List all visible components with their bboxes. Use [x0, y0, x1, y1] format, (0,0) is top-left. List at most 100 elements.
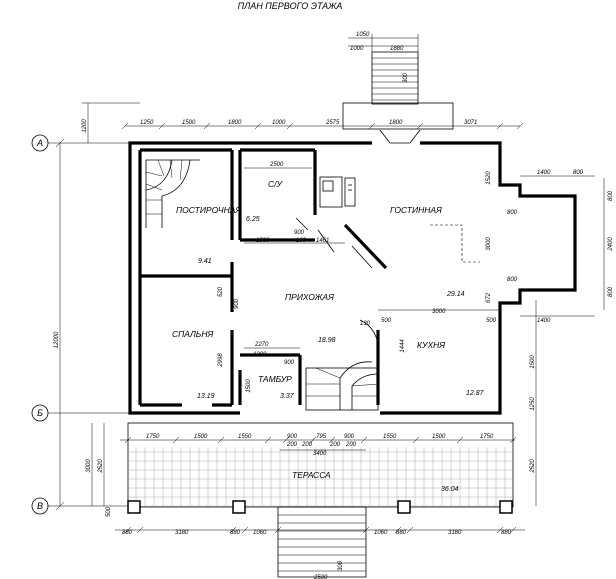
dim-base-2500: 2500 — [313, 575, 328, 579]
dimension-tick — [412, 436, 420, 444]
dimension-tick — [282, 436, 290, 444]
dim-left-12000: 12000 — [54, 331, 60, 348]
pantry-staircase — [145, 159, 200, 228]
area-living: 29.14 — [446, 291, 465, 298]
dim-top-1000: 1000 — [272, 120, 286, 126]
dim-kit-130: 130 — [360, 321, 371, 327]
dim-bot-3400: 3400 — [313, 451, 327, 457]
dim-hall-520: 520 — [218, 286, 224, 297]
dim-bot-200d: 200 — [345, 442, 357, 448]
dimension-tick — [406, 526, 414, 534]
axis-label-v: В — [37, 501, 43, 511]
dim-hall-900b: 900 — [234, 298, 240, 309]
dim-base-3180a: 3180 — [175, 530, 189, 536]
dim-bay-2400: 2400 — [608, 237, 614, 252]
dim-base-1060a: 1060 — [253, 530, 267, 536]
dim-right-2520: 2520 — [530, 459, 536, 474]
dimension-tick — [124, 436, 132, 444]
dim-bot-1550b: 1550 — [383, 434, 397, 440]
dim-base-3180b: 3180 — [448, 530, 462, 536]
dim-bot-1750b: 1750 — [480, 434, 494, 440]
dim-ter-3000: 3000 — [86, 459, 92, 473]
area-terrace: 36.04 — [441, 486, 459, 493]
dim-bot-200a: 200 — [286, 442, 298, 448]
dim-stair-1000: 1000 — [350, 46, 364, 52]
dimension-tick — [229, 526, 237, 534]
dim-hall-2270: 2270 — [254, 342, 269, 348]
dimension-tick — [496, 526, 504, 534]
dim-stair-1880: 1880 — [390, 46, 404, 52]
dimension-tick — [158, 122, 166, 130]
dimension-tick — [172, 436, 180, 444]
dimension-tick — [203, 122, 211, 130]
dim-hall-1500: 1500 — [256, 238, 270, 244]
axis-marker-v: В — [31, 497, 49, 515]
dimension-tick — [274, 526, 282, 534]
dim-right-1250: 1250 — [530, 397, 536, 411]
area-hall: 18.98 — [318, 337, 336, 344]
dimension-tick — [509, 526, 517, 534]
dim-hall-100: 100 — [296, 238, 307, 244]
dim-bay-1400b: 1400 — [537, 318, 551, 324]
dimension-tick — [328, 436, 336, 444]
dimension-tick — [456, 436, 464, 444]
area-kitchen: 12.87 — [466, 390, 485, 397]
dim-base-880a: 880 — [122, 530, 133, 536]
dimension-tick — [360, 436, 368, 444]
dim-bay-800a: 800 — [573, 170, 584, 176]
dim-bay-1400a: 1400 — [537, 170, 551, 176]
top-entrance-stair — [342, 51, 454, 130]
room-label-hall: ПРИХОЖАЯ — [285, 292, 334, 302]
dim-kit-500: 500 — [486, 318, 497, 324]
dimension-tick — [516, 122, 524, 130]
dim-hall-2998: 2998 — [218, 353, 224, 368]
terrace-post — [127, 500, 141, 514]
dim-bot-1550a: 1550 — [238, 434, 252, 440]
dim-left-1200: 1200 — [82, 119, 88, 133]
room-label-kitchen: КУХНЯ — [417, 340, 445, 350]
hall-staircase — [305, 319, 379, 411]
dim-bot-795: 795 — [316, 434, 327, 440]
dim-bot-900b: 900 — [344, 434, 355, 440]
dim-bay-800d: 800 — [608, 190, 614, 201]
living-room-outline — [430, 224, 480, 263]
dim-base-1060b: 1060 — [374, 530, 388, 536]
dim-base-880d: 880 — [501, 530, 512, 536]
dim-top-1800a: 1800 — [228, 120, 242, 126]
dim-ter-500: 500 — [106, 506, 112, 517]
axis-label-a: А — [36, 138, 43, 148]
room-label-living: ГОСТИННАЯ — [390, 205, 442, 215]
dimension-tick — [368, 122, 376, 130]
dim-kit-1444: 1444 — [400, 339, 406, 353]
terrace-posts — [127, 500, 513, 514]
dim-bay-800c: 800 — [507, 277, 518, 283]
room-label-vestibule: ТАМБУР — [258, 374, 292, 384]
dim-bay-800e: 800 — [608, 286, 614, 297]
dimension-tick — [121, 122, 129, 130]
dimension-tick — [509, 436, 517, 444]
dimension-tick — [362, 526, 370, 534]
area-bedroom: 13.19 — [197, 393, 215, 400]
dim-kit-3000: 3000 — [432, 309, 446, 315]
plan-title: ПЛАН ПЕРВОГО ЭТАЖА — [238, 1, 343, 11]
dimension-tick — [264, 436, 272, 444]
dimension-tick — [124, 526, 132, 534]
dim-bot-200b: 200 — [301, 442, 313, 448]
dimension-tick — [394, 526, 402, 534]
dim-wc-2500: 2500 — [269, 162, 284, 168]
terrace-post — [397, 500, 411, 514]
dim-kit-500b: 500 — [381, 318, 392, 324]
room-label-wc: С/У — [268, 179, 284, 189]
area-pantry: 9.41 — [198, 258, 212, 265]
dim-top-1800b: 1800 — [389, 120, 403, 126]
dim-hall-1200: 1200 — [253, 352, 267, 358]
dim-stair-300: 300 — [403, 72, 409, 83]
dim-liv-672: 672 — [486, 292, 492, 303]
dim-ter-2520: 2520 — [98, 459, 104, 474]
terrace-post — [232, 500, 246, 514]
dim-base-880c: 880 — [396, 530, 407, 536]
dim-liv-3000: 3000 — [486, 237, 492, 251]
dimension-tick — [217, 436, 225, 444]
area-wc: 6.25 — [246, 216, 260, 223]
dimension-tick — [416, 122, 424, 130]
